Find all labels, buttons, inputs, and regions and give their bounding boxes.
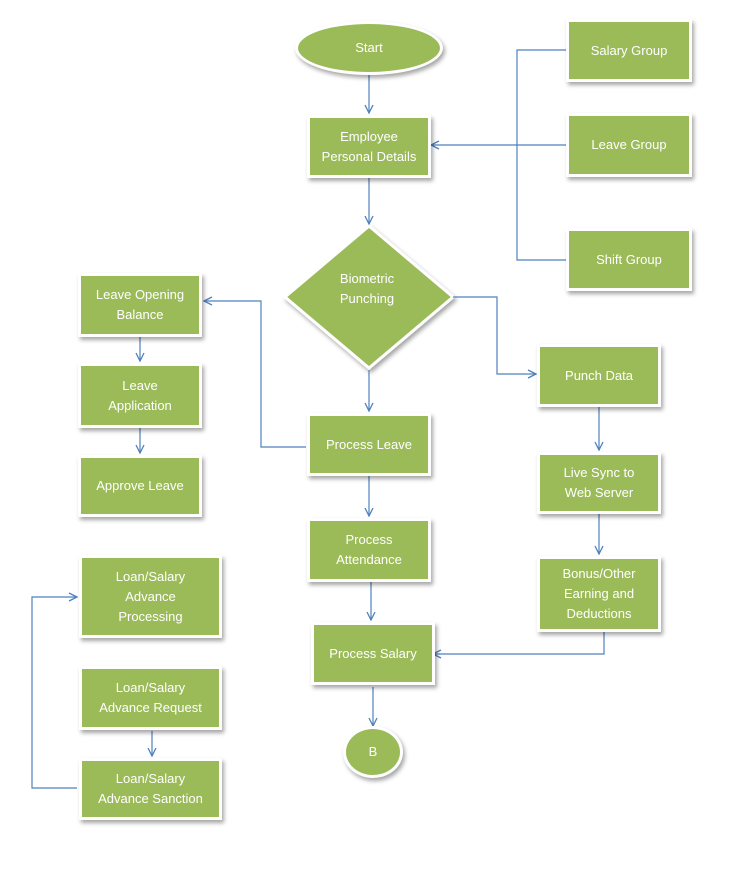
live-sync-label: Live Sync to Web Server [563,465,635,500]
connector-bonus-salary [433,632,605,654]
biometric-punching-label: Biometric Punching [339,271,395,306]
shift-group-box: Shift Group [566,228,692,291]
salary-group-label: Salary Group [590,42,668,58]
connector-salary-group [516,49,566,261]
live-sync-box: Live Sync to Web Server [537,452,661,514]
process-salary-label: Process Salary [329,645,417,661]
end-node-b: B [343,726,403,778]
bonus-earning-deductions-box: Bonus/Other Earning and Deductions [537,556,661,632]
loan-advance-processing-box: Loan/Salary Advance Processing [79,555,222,638]
connector-biometric-punch-data [453,296,536,374]
approve-leave-label: Approve Leave [96,478,184,493]
bonus-earning-deductions-label: Bonus/Other Earning and Deductions [562,566,636,621]
loan-advance-sanction-box: Loan/Salary Advance Sanction [79,758,222,820]
process-salary-box: Process Salary [311,622,435,685]
leave-group-box: Leave Group [566,113,692,177]
connector-sanction-processing [31,597,77,789]
process-attendance-label: Process Attendance [336,532,402,567]
salary-group-box: Salary Group [566,19,692,82]
punch-data-label: Punch Data [565,367,633,383]
leave-application-box: Leave Application [78,363,202,428]
start-node: Start [295,21,443,75]
punch-data-box: Punch Data [537,344,661,407]
leave-application-label: Leave Application [108,377,172,413]
process-attendance-box: Process Attendance [307,518,431,582]
leave-opening-balance-box: Leave Opening Balance [78,273,202,337]
employee-personal-details-label: Employee Personal Details [321,128,417,164]
loan-advance-request-label: Loan/Salary Advance Request [99,680,202,715]
leave-group-label: Leave Group [591,137,667,152]
leave-opening-balance-label: Leave Opening Balance [95,287,185,322]
employee-personal-details-box: Employee Personal Details [307,115,431,178]
process-leave-label: Process Leave [326,436,412,452]
loan-advance-request-box: Loan/Salary Advance Request [79,666,222,730]
start-label: Start [355,40,383,55]
approve-leave-box: Approve Leave [78,455,202,517]
shift-group-label: Shift Group [596,251,662,267]
loan-advance-processing-label: Loan/Salary Advance Processing [115,568,186,624]
loan-advance-sanction-label: Loan/Salary Advance Sanction [98,771,203,806]
connector-process-leave-opening [204,301,306,448]
process-leave-box: Process Leave [307,413,431,476]
end-label: B [368,744,378,759]
biometric-punching-diamond [282,224,456,370]
